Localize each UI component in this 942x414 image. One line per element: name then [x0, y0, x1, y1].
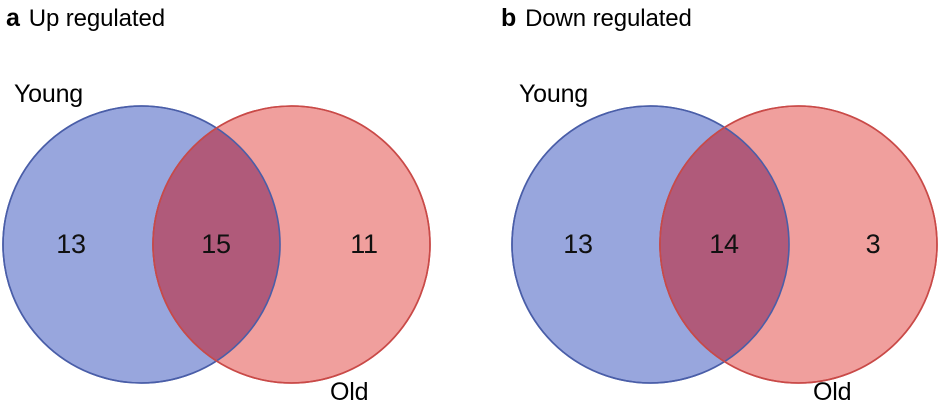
- panel-a: a Up regulated: [0, 0, 460, 414]
- panel-b-count-young-only: 13: [563, 229, 593, 259]
- panel-a-count-young-only: 13: [56, 229, 86, 259]
- panel-b-circle-young-outline: [511, 105, 790, 384]
- panel-b-count-old-only: 3: [865, 229, 881, 259]
- panel-a-title: Up regulated: [28, 5, 165, 32]
- panel-b-label-young: Young: [519, 80, 588, 108]
- panel-a-venn-diagram: Young Old 13 15 11: [0, 0, 460, 414]
- panel-b-venn-svg: [511, 105, 938, 384]
- panel-b-title: Down regulated: [525, 5, 692, 32]
- panel-b-caption: b Down regulated: [501, 4, 692, 33]
- panel-a-letter: a: [6, 4, 20, 32]
- panel-b-letter: b: [501, 4, 517, 32]
- panel-a-venn-svg: [2, 105, 431, 384]
- panel-b-label-old: Old: [813, 378, 852, 406]
- panel-a-label-young: Young: [14, 80, 83, 108]
- panel-a-count-intersection: 15: [201, 229, 231, 259]
- panel-a-caption: a Up regulated: [6, 4, 165, 33]
- panel-b-count-intersection: 14: [709, 229, 739, 259]
- panel-b-venn-diagram: Young Old 13 14 3: [495, 0, 942, 414]
- panel-a-count-old-only: 11: [350, 229, 378, 259]
- panel-a-circle-young-outline: [2, 105, 281, 384]
- panel-b: b Down regulated Young Old: [495, 0, 942, 414]
- panel-b-circle-old-outline: [659, 105, 938, 384]
- panel-a-circle-old-outline: [152, 105, 431, 384]
- panel-a-label-old: Old: [330, 378, 369, 406]
